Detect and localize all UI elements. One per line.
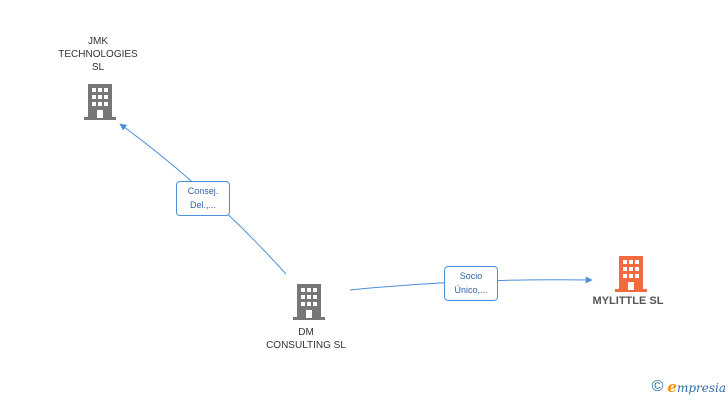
brand-logo[interactable]: empresia — [667, 378, 726, 396]
edge-label-dm-to-mylittle[interactable]: Socio Único,... — [444, 266, 498, 301]
brand-logo-initial: e — [667, 378, 677, 396]
building-icon[interactable] — [293, 284, 325, 320]
node-label-dm[interactable]: DM CONSULTING SL — [266, 327, 346, 351]
brand-logo-text: mpresia — [676, 381, 726, 395]
node-label-mylittle[interactable]: MYLITTLE SL — [592, 295, 664, 307]
node-label-jmk[interactable]: JMK TECHNOLOGIES SL — [58, 36, 138, 73]
brand-footer: © empresia — [652, 378, 726, 396]
building-icon[interactable] — [615, 256, 647, 292]
building-icon[interactable] — [84, 84, 116, 120]
copyright-icon: © — [651, 378, 664, 395]
edge-label-dm-to-jmk[interactable]: Consej. Del.,... — [176, 181, 230, 216]
